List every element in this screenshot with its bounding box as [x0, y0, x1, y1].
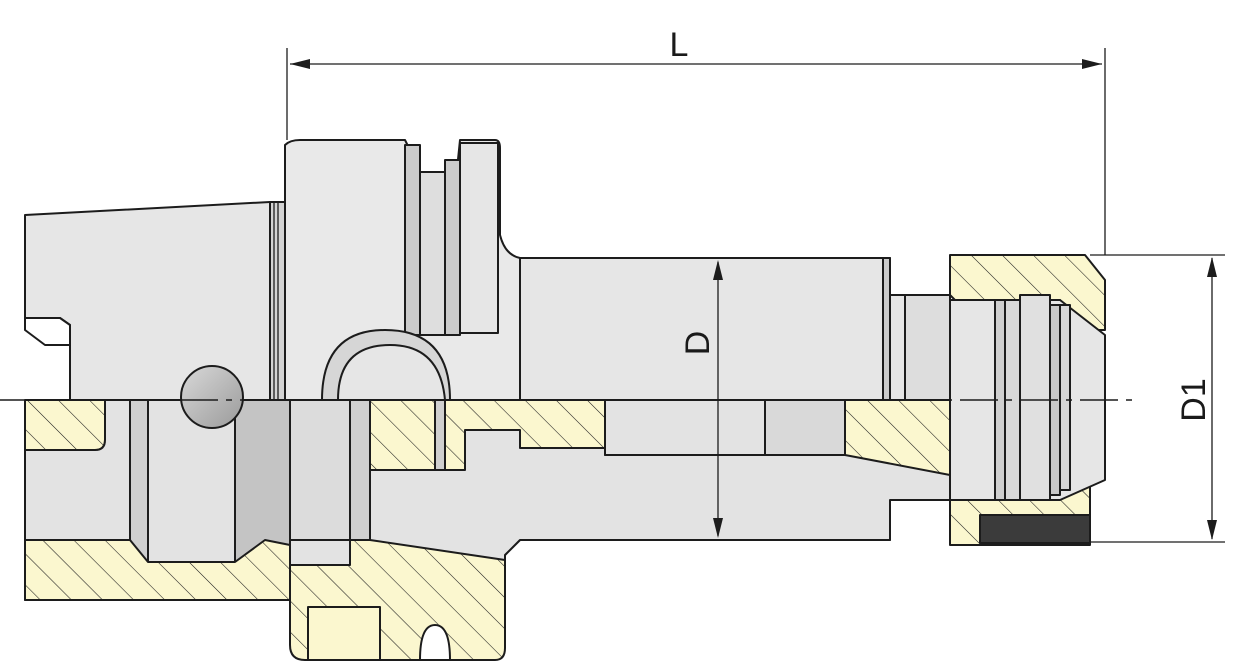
dimension-d1: D1 — [1090, 254, 1225, 543]
dimension-d-label: D — [679, 331, 717, 356]
dimension-l-label: L — [670, 26, 689, 64]
retention-ball — [180, 365, 244, 429]
dimension-d: D — [679, 260, 723, 538]
dimension-l: L — [286, 26, 1106, 255]
drive-key-slot — [307, 606, 381, 661]
lower-cavities — [24, 399, 1021, 601]
flange-groove-lower — [419, 624, 451, 661]
exterior-upper — [24, 139, 951, 401]
dimension-d1-label: D1 — [1175, 378, 1213, 421]
